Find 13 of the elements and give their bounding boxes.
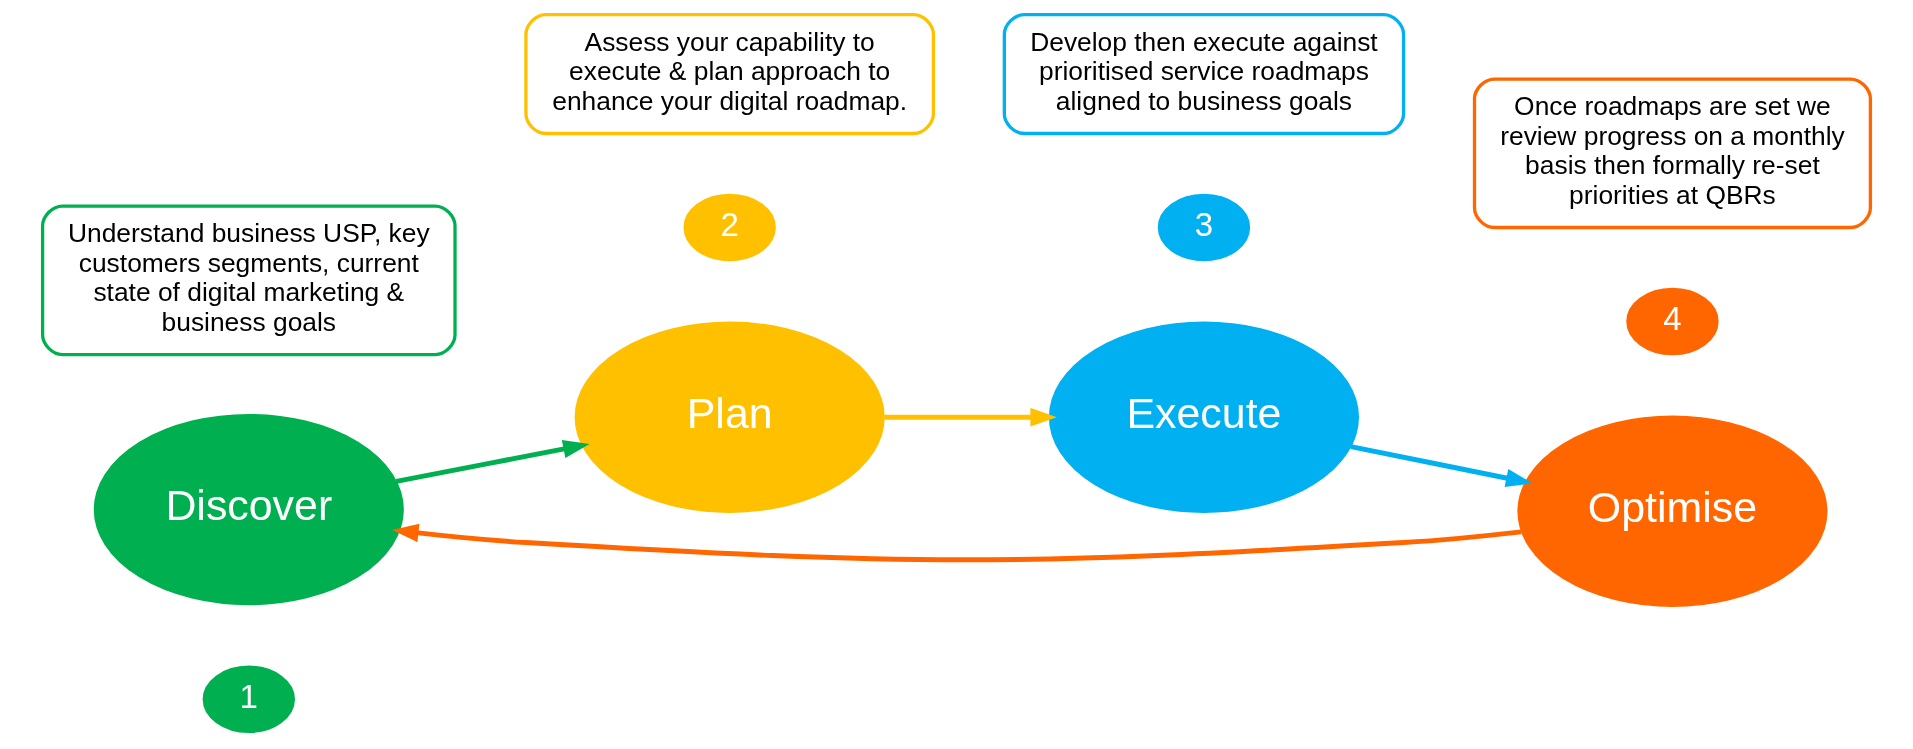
node-ellipse: 3 [1154,190,1254,265]
node-ellipse: Plan [574,321,885,513]
node-ellipse: Execute [1048,321,1359,513]
node-ellipse: Discover [93,413,404,606]
arrow [392,523,1522,563]
node-box: Once roadmaps are set we review progress on a monthly basis then formally re-set priorities at QBRs [1472,77,1873,230]
arrow [884,407,1057,427]
arrow [1350,444,1533,488]
node-box: Develop then execute against prioritised service roadmaps aligned to business goals [1002,13,1406,136]
node-box: Understand business USP, key customers segments, current state of digital marketing & business goals [40,204,457,357]
arrow [395,439,590,484]
node-ellipse: Optimise [1517,415,1828,607]
node-box: Assess your capability to execute & plan approach to enhance your digital roadmap. [524,13,936,136]
